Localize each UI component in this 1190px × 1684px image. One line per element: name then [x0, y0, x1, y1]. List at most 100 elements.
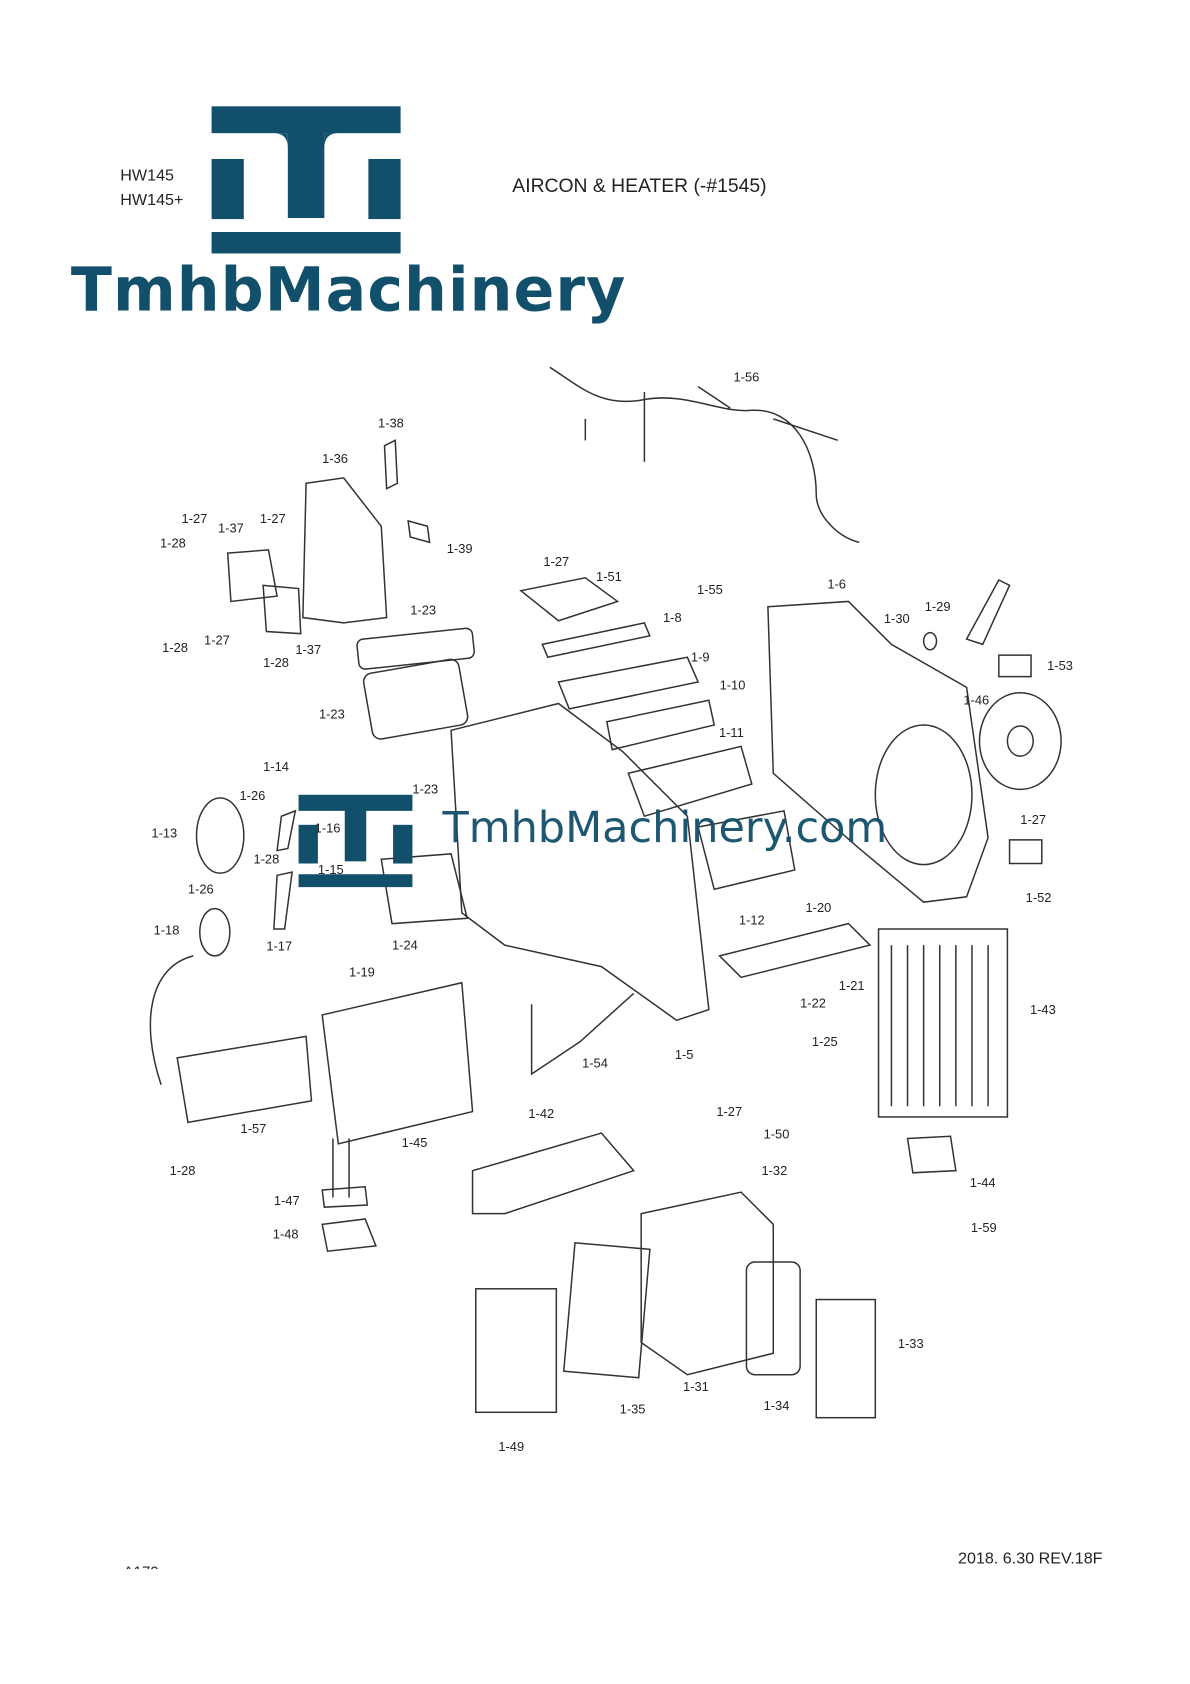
callout-label: 1-23: [412, 781, 439, 797]
callout-label: 1-27: [259, 511, 286, 527]
callout-label: 1-27: [181, 511, 208, 527]
door: [697, 809, 796, 891]
callout-label: 1-50: [763, 1126, 790, 1142]
seal: [718, 922, 872, 979]
callout-label: 1-29: [924, 599, 951, 615]
lever: [276, 809, 297, 852]
callout-label: 1-33: [897, 1336, 924, 1352]
door: [627, 745, 753, 818]
blower-case: [767, 600, 989, 903]
resistor: [1008, 839, 1043, 865]
seal-ring: [922, 631, 938, 651]
callout-label: 1-43: [1029, 1002, 1056, 1018]
callout-label: 1-17: [266, 938, 293, 954]
callout-label: 1-52: [1025, 890, 1052, 906]
resistor: [998, 654, 1032, 678]
callout-label: 1-42: [528, 1106, 555, 1122]
motor: [195, 797, 245, 874]
blower-ring: [874, 724, 973, 866]
callout-label: 1-28: [169, 1163, 196, 1179]
gasket: [362, 658, 469, 740]
model-name: HW145: [120, 166, 175, 185]
callout-label: 1-26: [187, 881, 214, 897]
motor: [199, 907, 231, 957]
actuator: [262, 584, 302, 635]
callout-label: 1-23: [410, 602, 437, 618]
callout-label: 1-48: [272, 1226, 299, 1242]
callout-label: 1-11: [718, 724, 744, 740]
callout-label: 1-18: [153, 922, 180, 938]
callout-label: 1-27: [204, 632, 230, 648]
callout-label: 1-22: [800, 995, 826, 1011]
wiring-harness: [549, 366, 860, 544]
gasket: [356, 627, 476, 670]
callout-label: 1-26: [239, 788, 266, 804]
callout-label: 1-46: [963, 692, 990, 708]
evaporator: [877, 928, 1009, 1118]
callout-label: 1-57: [240, 1121, 267, 1137]
case-cover: [302, 477, 388, 624]
callout-label: 1-28: [253, 851, 280, 867]
duct-seal: [745, 1261, 801, 1376]
door: [557, 656, 700, 710]
callout-label: 1-31: [683, 1379, 709, 1395]
callout-label: 1-14: [263, 759, 289, 775]
callout-label: 1-10: [719, 677, 746, 693]
callout-label: 1-30: [883, 611, 910, 627]
callout-label: 1-55: [697, 582, 723, 598]
callout-label: 1-36: [322, 451, 348, 467]
callout-label: 1-51: [596, 569, 622, 585]
callout-label: 1-28: [162, 640, 188, 656]
callout-label: 1-47: [273, 1193, 300, 1209]
callout-label: 1-44: [969, 1174, 996, 1190]
watermark-logo: [298, 794, 413, 888]
callout-label: 1-25: [811, 1034, 838, 1050]
door: [605, 699, 716, 751]
callout-label: 1-8: [663, 610, 682, 626]
callout-label: 1-38: [378, 415, 404, 431]
filter-seal: [562, 1241, 651, 1379]
callout-label: 1-27: [1020, 811, 1047, 827]
expansion-valve: [906, 1135, 957, 1174]
callout-label: 1-13: [151, 825, 178, 841]
pad: [321, 1218, 377, 1253]
pipe: [965, 578, 1011, 646]
callout-label: 1-35: [619, 1401, 646, 1417]
duct-tray: [471, 1132, 635, 1215]
ptc-heater: [176, 1035, 313, 1124]
watermark-text: TmhbMachinery.com: [442, 803, 888, 853]
blower-fan: [978, 691, 1062, 791]
actuator-bracket: [383, 439, 399, 490]
model-name: HW145+: [120, 191, 184, 210]
lever: [273, 871, 294, 930]
callout-label: 1-24: [391, 937, 418, 953]
callout-label: 1-37: [295, 642, 322, 658]
callout-label: 1-20: [805, 900, 832, 916]
callout-label: 1-49: [498, 1439, 525, 1455]
callout-label: 1-32: [761, 1163, 788, 1179]
filter: [815, 1298, 877, 1419]
control-module: [519, 577, 620, 622]
callout-label: 1-21: [838, 978, 865, 994]
callout-label: 1-37: [218, 520, 244, 536]
heater-case: [450, 702, 710, 1022]
callout-label: 1-45: [401, 1135, 428, 1151]
duct: [380, 853, 469, 925]
callout-label: 1-6: [827, 576, 846, 592]
bracket: [321, 1185, 369, 1208]
door: [541, 622, 651, 659]
callout-label: 1-23: [318, 706, 345, 722]
callout-label: 1-16: [314, 820, 341, 836]
callout-label: 1-27: [716, 1104, 743, 1120]
callout-label: 1-34: [763, 1398, 790, 1414]
brand-logo-text: TmhbMachinery: [70, 255, 627, 326]
intake-case: [640, 1191, 775, 1376]
link: [407, 519, 431, 544]
callout-label: 1-27: [543, 554, 570, 570]
filter-frame: [475, 1288, 558, 1414]
callout-label: 1-28: [263, 655, 289, 671]
evaporator-fins: [890, 945, 989, 1107]
page-number: A170: [124, 1563, 159, 1569]
